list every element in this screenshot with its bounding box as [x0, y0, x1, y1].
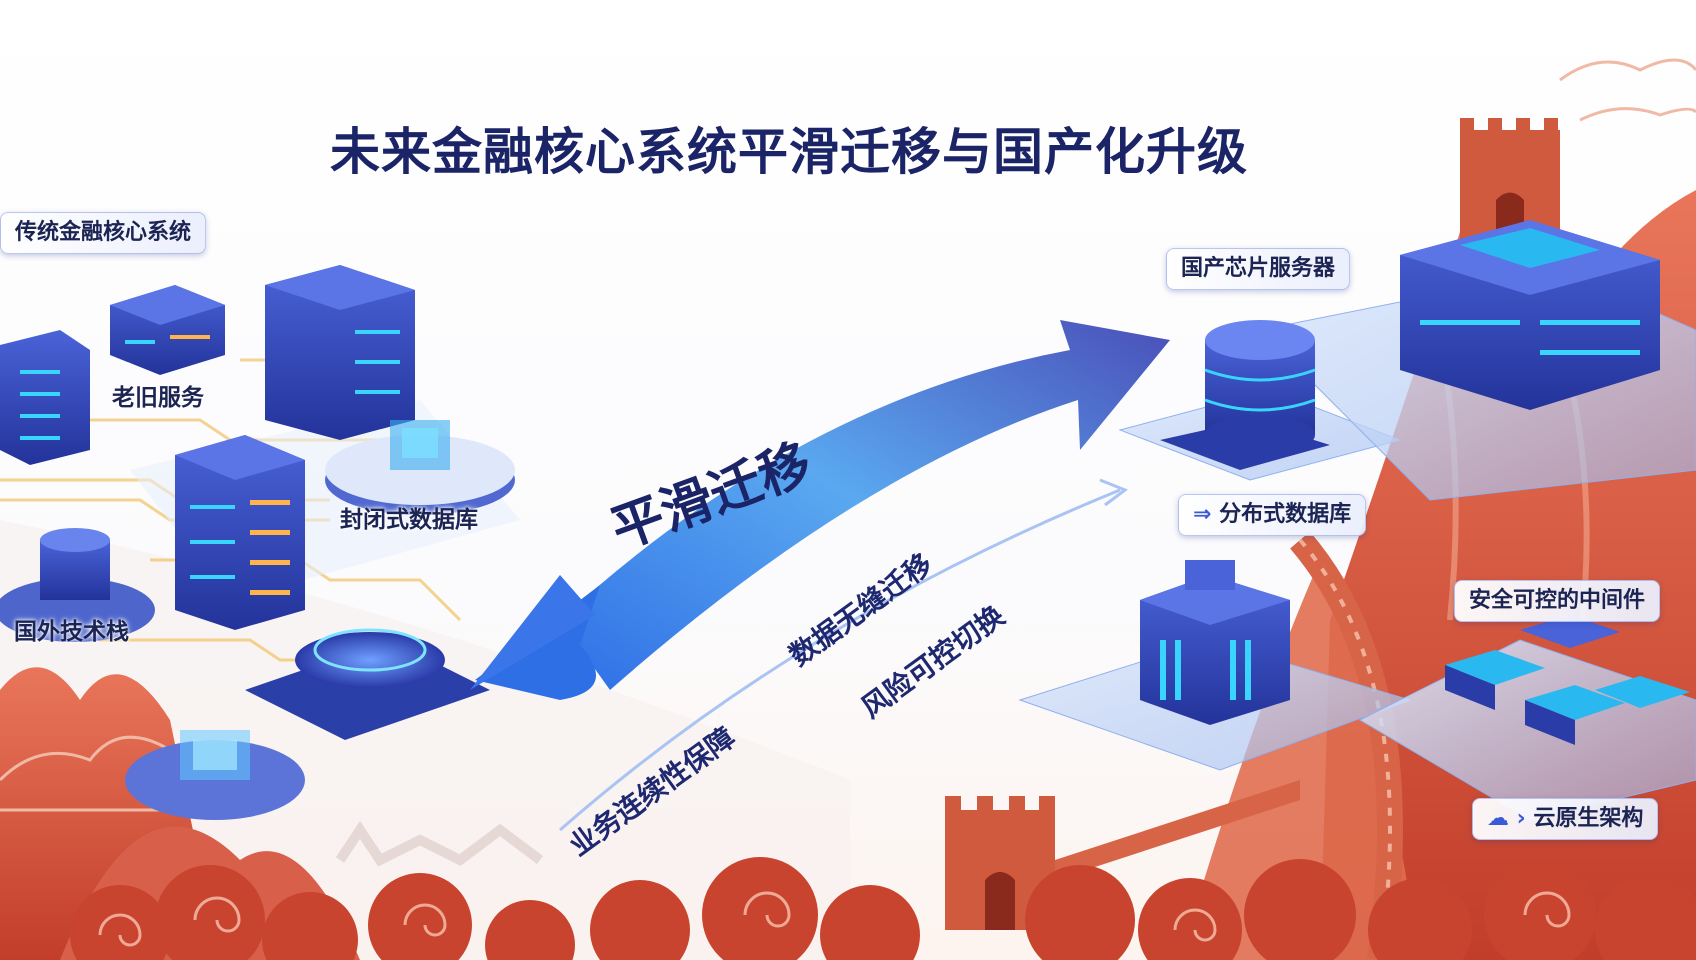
distributed-db-label: ⇒ 分布式数据库 — [1178, 494, 1367, 536]
cloud-native-label: ☁ › 云原生架构 — [1472, 798, 1659, 840]
foreign-stack-device — [0, 528, 155, 642]
cloud-native-label-text: 云原生架构 — [1533, 806, 1644, 831]
middleware-label: 安全可控的中间件 — [1454, 580, 1661, 622]
legacy-server-tall — [265, 265, 415, 440]
legacy-glow-cube — [125, 730, 305, 820]
migration-arrow — [470, 320, 1170, 700]
old-services-label: 老旧服务 — [112, 385, 204, 411]
legacy-system-label: 传统金融核心系统 — [0, 212, 207, 254]
legacy-disc-device — [245, 628, 490, 740]
legacy-server-small — [110, 285, 225, 375]
chip-server-label: 国产芯片服务器 — [1166, 248, 1351, 290]
middleware-devices — [1445, 615, 1690, 745]
chip-server-device — [1400, 220, 1660, 410]
page-title: 未来金融核心系统平滑迁移与国产化升级 — [330, 123, 1248, 181]
distributed-db-device — [1160, 320, 1330, 470]
swirl-clouds — [70, 857, 1696, 960]
wall-tower-top — [1460, 118, 1560, 240]
distributed-db-label-text: 分布式数据库 — [1219, 502, 1352, 527]
cloud-icon: ☁ › — [1487, 806, 1534, 831]
thin-arrow — [559, 478, 1129, 832]
closed-db-device — [325, 420, 515, 515]
legacy-server-left — [0, 330, 90, 465]
arrow-right-icon: ⇒ — [1193, 502, 1220, 527]
domestic-core-device — [1140, 560, 1290, 725]
legacy-server-center — [175, 435, 305, 630]
closed-db-label: 封闭式数据库 — [340, 507, 478, 533]
foreign-stack-label: 国外技术栈 — [14, 619, 129, 645]
